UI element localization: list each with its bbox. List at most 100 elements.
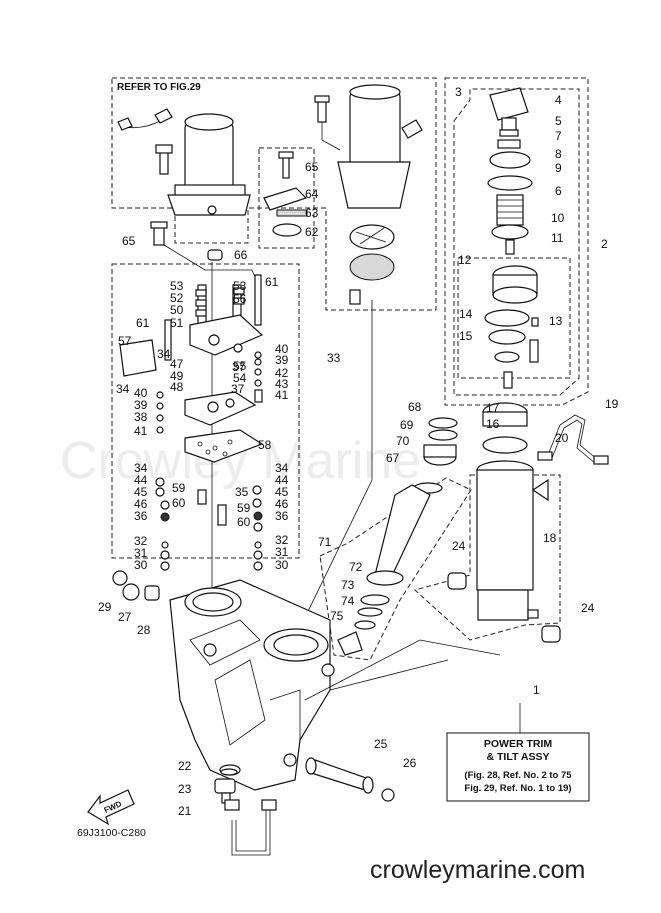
callout-62: 62 <box>305 225 319 239</box>
callout-50: 50 <box>170 303 184 317</box>
callout-26: 26 <box>403 756 417 770</box>
callout-45: 45 <box>134 485 148 499</box>
callout-65: 65 <box>305 160 319 174</box>
callout-45: 45 <box>275 485 289 499</box>
callout-56: 56 <box>233 292 247 306</box>
callout-54: 54 <box>233 371 247 385</box>
callout-66: 66 <box>234 248 248 262</box>
tilt-rod-box <box>319 477 472 661</box>
callout-35: 35 <box>235 485 249 499</box>
callout-63: 63 <box>305 206 319 220</box>
callout-38: 38 <box>134 410 148 424</box>
diagram-code: 69J3100-C280 <box>77 827 146 839</box>
callout-31: 31 <box>275 545 289 559</box>
lower-fittings <box>214 768 277 856</box>
callout-32: 32 <box>275 533 289 547</box>
callout-48: 48 <box>170 380 184 394</box>
callout-59: 59 <box>237 501 251 515</box>
info-ref-line2: Fig. 29, Ref. No. 1 to 19) <box>464 783 571 794</box>
callout-65: 65 <box>122 234 136 248</box>
callout-25: 25 <box>374 737 388 751</box>
callout-36: 36 <box>134 509 148 523</box>
callout-19: 19 <box>605 397 619 411</box>
callout-10: 10 <box>551 211 565 225</box>
callout-68: 68 <box>408 400 422 414</box>
callout-20: 20 <box>555 431 569 445</box>
callout-31: 31 <box>134 546 148 560</box>
callout-16: 16 <box>486 417 500 431</box>
callout-15: 15 <box>459 329 473 343</box>
callout-43: 43 <box>275 377 289 391</box>
callout-42: 42 <box>275 366 289 380</box>
callout-23: 23 <box>178 782 192 796</box>
callout-60: 60 <box>237 515 251 529</box>
left-motor <box>117 108 251 216</box>
callout-53: 53 <box>170 279 184 293</box>
piston-box <box>453 88 580 396</box>
callout-40: 40 <box>275 342 289 356</box>
callout-40: 40 <box>134 386 148 400</box>
callout-2: 2 <box>601 237 608 251</box>
callout-9: 9 <box>555 161 562 175</box>
callout-30: 30 <box>275 558 289 572</box>
callout-5: 5 <box>555 114 562 128</box>
info-title-line1: POWER TRIM <box>484 738 552 750</box>
info-title-line2: & TILT ASSY <box>487 751 550 763</box>
callout-47: 47 <box>170 357 184 371</box>
callout-44: 44 <box>275 473 289 487</box>
callout-64: 64 <box>305 187 319 201</box>
site-name: crowleymarine.com <box>370 856 585 884</box>
callout-4: 4 <box>555 93 562 107</box>
fwd-arrow-icon: FWD <box>87 789 135 826</box>
callout-34: 34 <box>116 382 130 396</box>
motor-fasteners <box>150 151 308 261</box>
right-motor <box>314 84 423 305</box>
motor-refer-box <box>111 77 437 311</box>
callout-39: 39 <box>134 398 148 412</box>
callout-24: 24 <box>452 539 466 553</box>
callout-61: 61 <box>136 316 150 330</box>
callout-41: 41 <box>134 424 148 438</box>
callout-46: 46 <box>275 497 289 511</box>
callout-13: 13 <box>549 314 563 328</box>
callout-55: 55 <box>233 359 247 373</box>
callout-44: 44 <box>134 473 148 487</box>
side-fittings <box>112 570 160 601</box>
callout-12: 12 <box>458 253 472 267</box>
refer-label: REFER TO FIG.29 <box>117 82 201 93</box>
trim-cylinder-box <box>444 77 589 406</box>
callout-70: 70 <box>396 434 410 448</box>
callout-41: 41 <box>275 388 289 402</box>
callout-32: 32 <box>134 534 148 548</box>
callout-75: 75 <box>330 609 344 623</box>
callout-52: 52 <box>170 291 184 305</box>
callout-14: 14 <box>459 307 473 321</box>
callout-24: 24 <box>581 601 595 615</box>
callout-30: 30 <box>134 558 148 572</box>
callout-28: 28 <box>137 623 151 637</box>
valve-body <box>119 244 264 600</box>
callout-46: 46 <box>134 497 148 511</box>
callout-57: 57 <box>118 334 132 348</box>
callout-18: 18 <box>543 531 557 545</box>
callout-21: 21 <box>178 804 192 818</box>
bracket-housing <box>169 579 335 791</box>
callout-61: 61 <box>265 275 279 289</box>
callout-34: 34 <box>275 461 289 475</box>
info-box: POWER TRIM & TILT ASSY (Fig. 28, Ref. No… <box>446 703 590 802</box>
callout-17: 17 <box>486 401 500 415</box>
trim-cylinder-parts <box>482 87 539 454</box>
motor-group-box <box>258 147 315 249</box>
callout-7: 7 <box>555 129 562 143</box>
callout-37: 37 <box>231 382 245 396</box>
hydraulic-pipe <box>537 414 609 465</box>
callout-34: 34 <box>134 461 148 475</box>
callout-22: 22 <box>178 759 192 773</box>
callout-labels: 1234578961011121314151617181920212223242… <box>98 85 619 818</box>
callout-73: 73 <box>341 578 355 592</box>
callout-3: 3 <box>455 85 462 99</box>
callout-53: 53 <box>233 279 247 293</box>
callout-60: 60 <box>172 496 186 510</box>
callout-51: 51 <box>170 316 184 330</box>
